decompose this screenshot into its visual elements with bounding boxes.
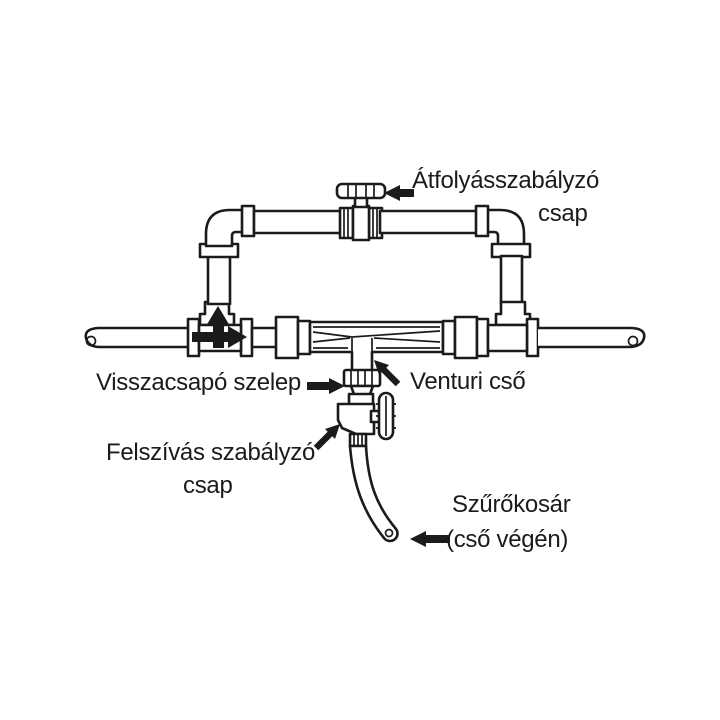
main-pipe-left	[84, 326, 190, 349]
label-check-valve: Visszacsapó szelep	[96, 369, 301, 396]
check-valve-pointer-right-arrow-icon	[307, 378, 345, 394]
bypass-right-riser	[490, 242, 532, 306]
venturi-right-flange	[453, 315, 479, 360]
check-valve	[342, 368, 382, 399]
venturi-pointer-up-left-arrow-icon	[374, 360, 401, 387]
venturi-left-flange	[274, 315, 300, 360]
flow-control-valve-pointer-left-arrow-icon	[384, 185, 414, 201]
label-suction-control-valve-line2: csap	[183, 472, 233, 499]
label-flow-control-valve-line1: Átfolyásszabályzó	[412, 167, 599, 194]
label-strainer-line2: (cső végén)	[446, 526, 569, 553]
hose-open-end	[384, 528, 394, 538]
label-flow-control-valve-line2: csap	[538, 200, 588, 227]
inlet-tee-fitting	[186, 300, 254, 358]
strainer-pointer-left-arrow-icon	[410, 531, 450, 547]
flow-control-valve	[335, 182, 387, 242]
label-venturi-tube: Venturi cső	[410, 368, 526, 395]
suction-valve-pointer-up-right-arrow-icon	[313, 424, 340, 451]
valve-body	[336, 402, 376, 436]
bypass-left-riser	[198, 242, 240, 306]
suction-control-valve	[336, 391, 396, 448]
valve-t-handle	[335, 182, 387, 200]
bypass-right-elbow	[474, 204, 526, 248]
outlet-tee-fitting	[475, 300, 540, 358]
label-strainer-line1: Szűrőkosár	[452, 491, 571, 518]
bypass-top-pipe-left	[252, 209, 344, 235]
bypass-left-elbow	[204, 204, 256, 248]
suction-hose	[348, 444, 399, 543]
bypass-top-pipe-right	[378, 209, 480, 235]
flow-right-arrow-icon	[192, 326, 247, 348]
pipe-segment	[250, 326, 280, 349]
main-pipe-right	[538, 326, 646, 349]
label-suction-control-valve-line1: Felszívás szabályzó	[106, 439, 316, 466]
